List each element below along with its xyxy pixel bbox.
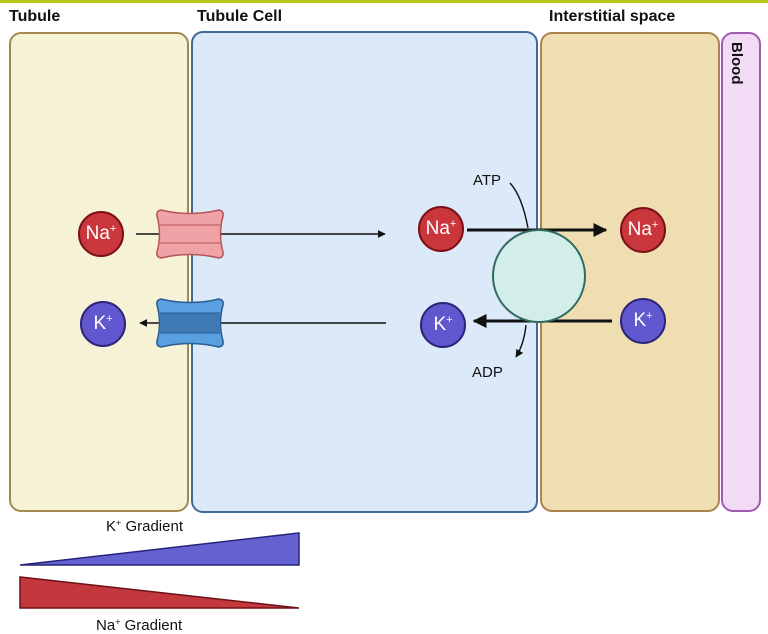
atp-label: ATP	[473, 172, 502, 189]
na-gradient-label: Na+ Gradient	[96, 617, 182, 634]
na-channel-icon	[156, 209, 224, 259]
k-channel-icon	[156, 298, 224, 348]
k-ion-symbol: K	[433, 314, 447, 335]
interstitial-header: Interstitial space	[549, 8, 676, 25]
na-gradient-text: Gradient	[120, 617, 183, 634]
blood-compartment	[721, 32, 761, 512]
na-ion-interstitial: Na+	[620, 207, 666, 253]
k-ion-symbol: K	[93, 313, 107, 334]
adp-curve-arrow	[515, 324, 527, 358]
na-gradient-wedge	[19, 576, 300, 609]
na-ion-symbol: Na	[85, 223, 110, 244]
top-accent-bar	[0, 0, 768, 3]
na-ion-symbol: Na	[425, 218, 450, 239]
tubule-cell-compartment	[191, 31, 538, 513]
k-gradient-text: Gradient	[121, 518, 183, 535]
k-gradient-wedge	[19, 532, 300, 566]
na-ion-cell: Na+	[418, 206, 464, 252]
na-ion-symbol: Na	[627, 219, 652, 240]
k-ion-symbol: K	[633, 310, 647, 331]
tubule-compartment	[9, 32, 189, 512]
tubule-cell-header: Tubule Cell	[197, 8, 283, 25]
na-ion-tubule: Na+	[78, 211, 124, 257]
k-ion-interstitial: K+	[620, 298, 666, 344]
k-gradient-label: K+ Gradient	[106, 518, 183, 535]
na-gradient-symbol: Na	[96, 617, 116, 634]
na-gradient-charge: +	[115, 617, 121, 627]
k-ion-tubule: K+	[80, 301, 126, 347]
k-gradient-charge: +	[116, 518, 122, 528]
blood-header: Blood	[728, 42, 745, 85]
k-ion-cell: K+	[420, 302, 466, 348]
atp-curve-arrow	[509, 182, 529, 229]
k-gradient-symbol: K	[106, 518, 117, 535]
adp-label: ADP	[472, 364, 503, 381]
na-k-atpase-pump	[492, 229, 586, 323]
tubule-header: Tubule	[9, 8, 61, 25]
